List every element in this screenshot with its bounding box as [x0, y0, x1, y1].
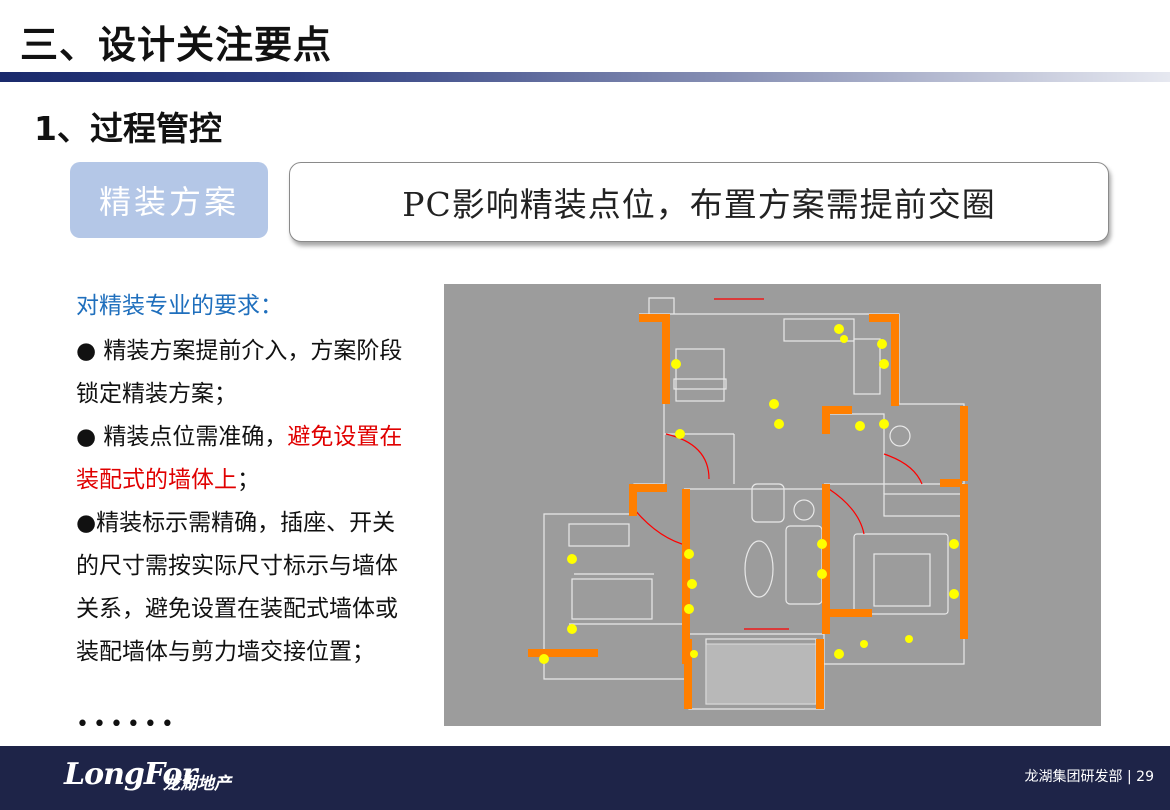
topic-tag-label: 精装方案 — [98, 183, 239, 221]
title-underline — [0, 72, 1170, 82]
requirement-item-1: ● 精装方案提前介入，方案阶段锁定精装方案； — [76, 338, 403, 407]
requirement-item-2: ● 精装点位需准确，避免设置在装配式的墙体上； — [76, 416, 406, 502]
requirements-list: ● 精装方案提前介入，方案阶段锁定精装方案； ● 精装点位需准确，避免设置在装配… — [76, 330, 406, 674]
requirements-heading: 对精装专业的要求： — [76, 293, 283, 319]
requirement-item-3: ●精装标示需精确，插座、开关的尺寸需按实际尺寸标示与墙体关系，避免设置在装配式墙… — [76, 510, 398, 665]
page-number: 29 — [1136, 769, 1154, 785]
footer-bar — [0, 746, 1170, 810]
footer-separator: | — [1127, 769, 1132, 785]
continuation-dots: •••••• — [76, 712, 178, 737]
key-message-text: PC影响精装点位，布置方案需提前交圈 — [402, 185, 996, 224]
key-message-banner: PC影响精装点位，布置方案需提前交圈 — [289, 162, 1109, 242]
department-name: 龙湖集团研发部 — [1024, 769, 1123, 785]
company-logo: LongFor — [64, 757, 197, 792]
floor-plan-drawing — [528, 297, 968, 710]
topic-tag: 精装方案 — [70, 162, 268, 238]
page-title: 三、设计关注要点 — [20, 23, 333, 67]
section-heading: 1、过程管控 — [34, 109, 222, 148]
footer-info: 龙湖集团研发部 | 29 — [1025, 766, 1154, 786]
floor-plan-image — [444, 284, 1101, 726]
requirement-item-2-text: ● 精装点位需准确， — [76, 424, 288, 450]
requirement-item-2-highlight: 避免设置在装配式的墙体上 — [76, 424, 403, 493]
company-logo-cn: 龙湖地产 — [163, 774, 231, 794]
requirement-item-2-end: ； — [237, 467, 260, 493]
